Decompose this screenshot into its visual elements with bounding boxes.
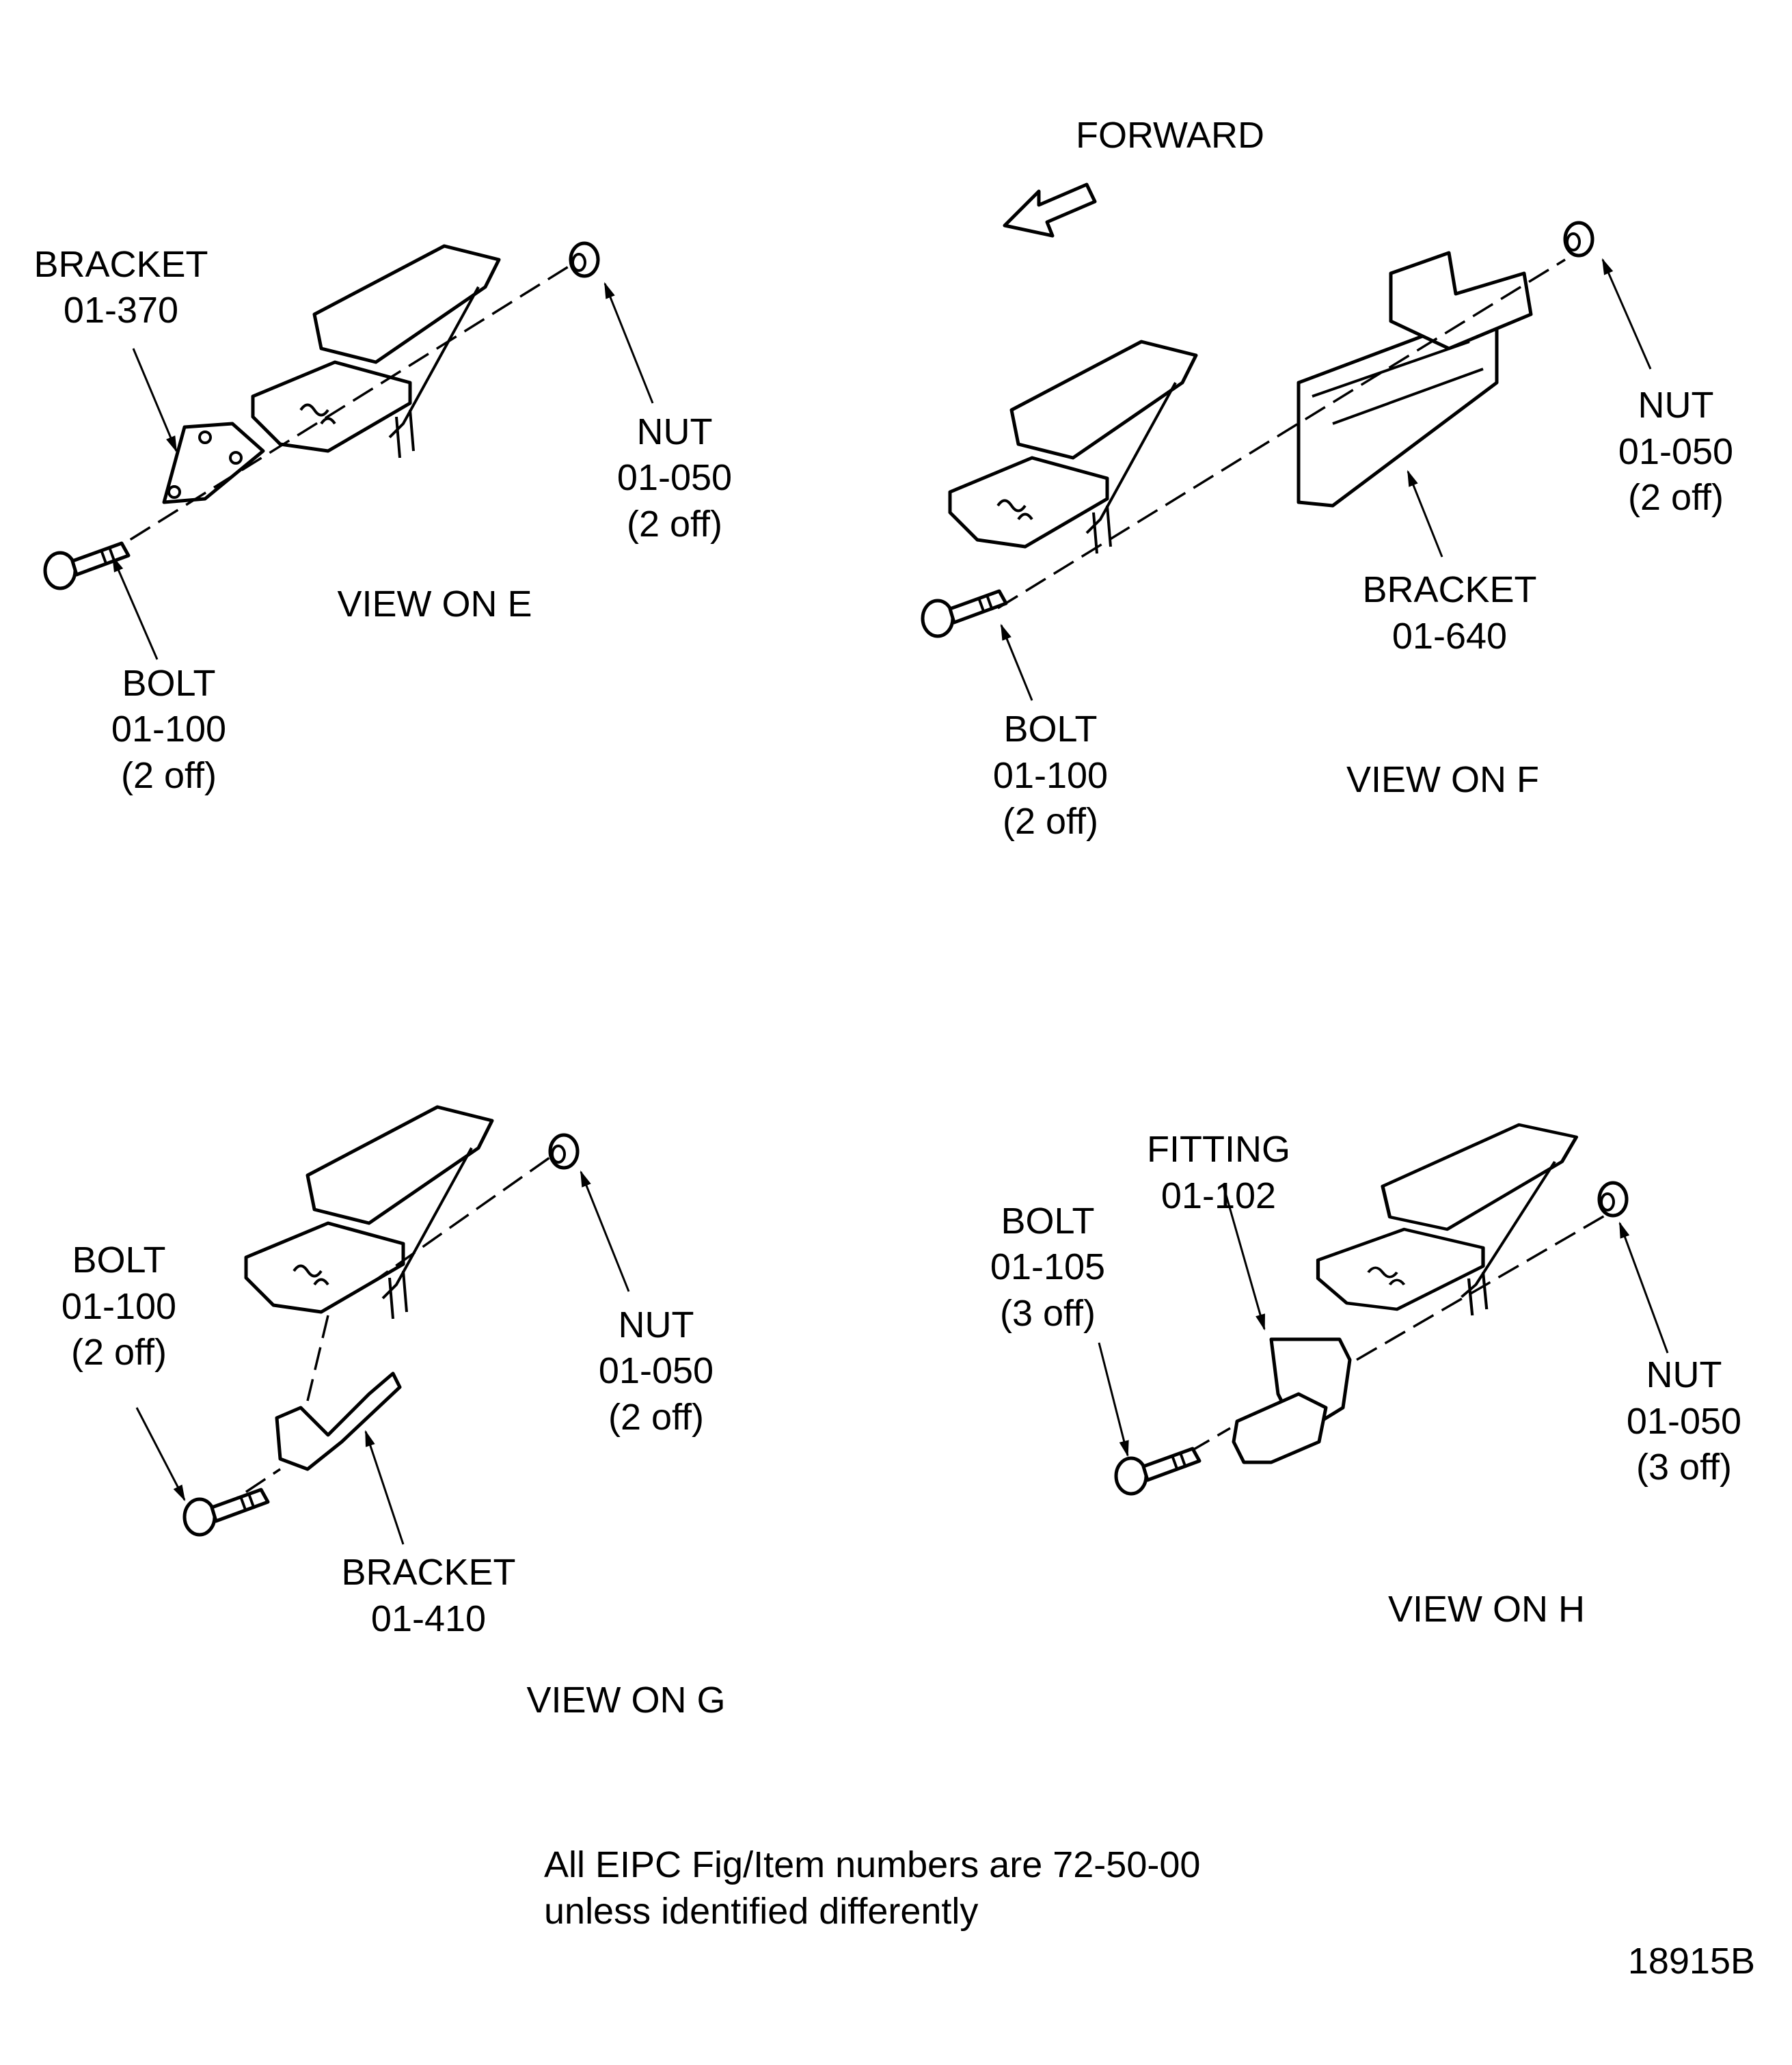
view-h-nut-name: NUT — [1646, 1354, 1722, 1395]
view-g-nut-name: NUT — [619, 1304, 694, 1345]
view-g-nut-item: 01-050 — [599, 1350, 714, 1391]
view-e-nut-name: NUT — [637, 411, 713, 452]
view-g-drawing — [135, 1107, 630, 1545]
forward-arrow-icon — [1003, 182, 1097, 238]
view-h-nut-item: 01-050 — [1627, 1401, 1741, 1442]
view-e-bolt-qty: (2 off) — [121, 755, 217, 796]
view-e-nut-item: 01-050 — [617, 457, 732, 498]
view-h-drawing — [1098, 1125, 1669, 1494]
view-f-title: VIEW ON F — [1346, 759, 1539, 800]
view-f-bracket-name: BRACKET — [1362, 569, 1536, 610]
view-g-bracket-item: 01-410 — [371, 1598, 486, 1639]
figure-id: 18915B — [1628, 1941, 1755, 1982]
view-h-nut-qty: (3 off) — [1636, 1447, 1732, 1488]
view-h-fitting-name: FITTING — [1147, 1129, 1290, 1170]
view-f-drawing — [923, 223, 1652, 701]
view-f-bolt-item: 01-100 — [993, 755, 1108, 796]
forward-label: FORWARD — [1076, 115, 1264, 156]
view-e-bracket-name: BRACKET — [33, 244, 208, 285]
view-g-title: VIEW ON G — [526, 1680, 725, 1721]
view-f-bolt-qty: (2 off) — [1003, 801, 1098, 842]
view-h-bolt-item: 01-105 — [990, 1246, 1105, 1287]
view-e-drawing — [45, 243, 654, 660]
view-e-bolt-item: 01-100 — [111, 709, 226, 750]
view-g-bolt-qty: (2 off) — [71, 1332, 167, 1373]
view-h-fitting-item: 01-102 — [1161, 1175, 1276, 1216]
view-f-nut-name: NUT — [1638, 385, 1714, 426]
view-g-nut-qty: (2 off) — [608, 1397, 704, 1438]
note-line-2: unless identified differently — [544, 1891, 978, 1932]
view-f-bracket-item: 01-640 — [1392, 616, 1507, 657]
view-f-bolt-name: BOLT — [1003, 709, 1097, 750]
view-e-nut-qty: (2 off) — [627, 504, 722, 545]
note-line-1: All EIPC Fig/Item numbers are 72-50-00 — [544, 1844, 1200, 1885]
view-g-bolt-name: BOLT — [72, 1240, 165, 1281]
view-e-bolt-name: BOLT — [122, 663, 215, 704]
view-h-bolt-qty: (3 off) — [1000, 1293, 1096, 1334]
view-f-nut-qty: (2 off) — [1628, 477, 1724, 518]
view-h-title: VIEW ON H — [1388, 1589, 1585, 1630]
view-e-title: VIEW ON E — [337, 584, 532, 625]
view-g-bolt-item: 01-100 — [62, 1286, 176, 1327]
view-e-bracket-item: 01-370 — [64, 290, 178, 331]
view-f-nut-item: 01-050 — [1618, 431, 1733, 472]
view-h-bolt-name: BOLT — [1001, 1201, 1094, 1242]
view-g-bracket-name: BRACKET — [341, 1552, 515, 1593]
